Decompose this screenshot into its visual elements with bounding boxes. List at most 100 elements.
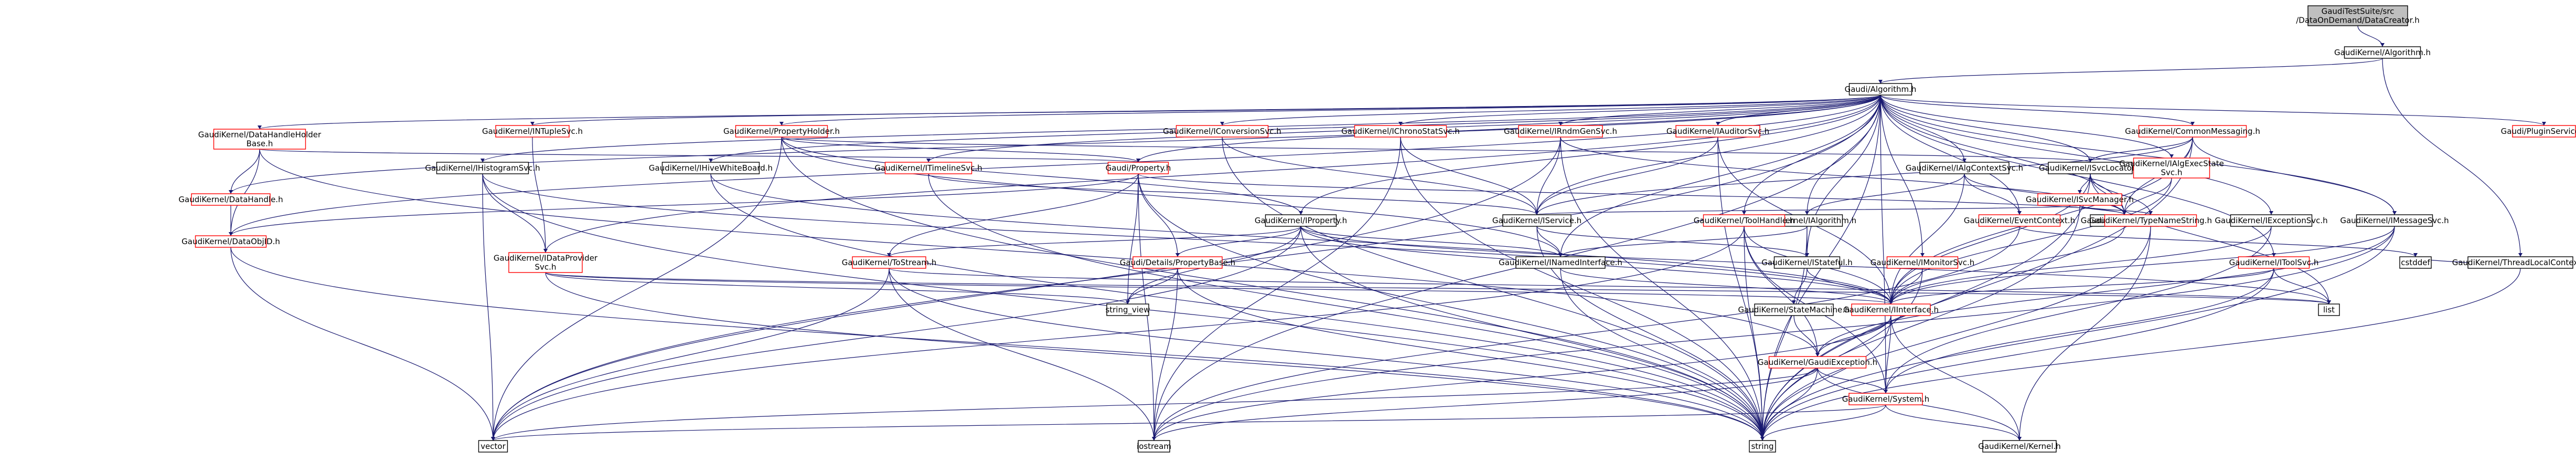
node-iexception[interactable]: GaudiKernel/IExceptionSvc.h	[2215, 214, 2328, 227]
node-label: vector	[480, 442, 506, 451]
node-box	[436, 162, 529, 174]
edge-iproperty-to-string	[1300, 226, 1763, 441]
node-rndm[interactable]: GaudiKernel/IRndmGenSvc.h	[1504, 125, 1617, 138]
node-statemachine[interactable]: GaudiKernel/StateMachine.h	[1738, 303, 1850, 316]
node-label: cstddef	[2401, 258, 2430, 267]
node-auditor[interactable]: GaudiKernel/IAuditorSvc.h	[1666, 125, 1769, 138]
node-box	[1919, 162, 2010, 174]
node-label: GaudiKernel/ThreadLocalContext.h	[2452, 258, 2576, 267]
edge-ihisto-to-iinterface	[482, 173, 1891, 305]
node-eventctx[interactable]: GaudiKernel/EventContext.h	[1964, 214, 2075, 227]
edge-arrowhead-datahandle-to-dataobjid	[229, 232, 233, 236]
node-itimeline[interactable]: GaudiKernel/ITimelineSvc.h	[874, 162, 982, 174]
node-threadlocal[interactable]: GaudiKernel/ThreadLocalContext.h	[2452, 256, 2576, 269]
node-box	[2037, 193, 2122, 206]
node-box	[1749, 440, 1776, 453]
edge-imessage-to-iinterface	[1890, 226, 2395, 305]
edge-arrowhead-gaudialg-to-itoolsvc	[2272, 253, 2276, 257]
edge-gaudialg-to-idataprov	[545, 95, 1881, 253]
node-tostream[interactable]: GaudiKernel/ToStream.h	[842, 256, 937, 269]
node-istateful[interactable]: GaudiKernel/IStateful.h	[1761, 256, 1853, 269]
node-label: GaudiKernel/TypeNameString.h	[2089, 216, 2212, 225]
node-label: string	[1751, 442, 1773, 451]
node-datahandle[interactable]: GaudiKernel/DataHandle.h	[178, 193, 283, 206]
edge-propholder-to-isvcloc	[781, 137, 2091, 163]
node-label: GaudiKernel/IToolSvc.h	[2229, 258, 2319, 267]
edge-imessage-to-gexception	[1817, 226, 2395, 357]
edge-arrowhead-gexception-to-system	[1884, 390, 1888, 393]
node-box	[508, 252, 583, 273]
edge-iconv-to-iservice	[1222, 137, 1537, 215]
node-label: GaudiKernel/IExceptionSvc.h	[2215, 216, 2327, 225]
node-label: GaudiKernel/Kernel.h	[1978, 442, 2061, 451]
node-iconv[interactable]: GaudiKernel/IConversionSvc.h	[1163, 125, 1281, 138]
node-gexception[interactable]: GaudiKernel/GaudiException.h	[1758, 356, 1877, 369]
node-toolhandle[interactable]: GaudiKernel/ToolHandle.h	[1694, 214, 1795, 227]
edge-arrowhead-gaudialg-to-propholder	[779, 122, 784, 125]
node-label: GaudiKernel/INamedInterface.h	[1499, 258, 1622, 267]
node-root[interactable]: GaudiTestSuite/src/DataOnDemand/DataCrea…	[2296, 5, 2420, 26]
edge-root-to-galg_top	[2357, 25, 2383, 47]
edge-iservice-to-inamed	[1536, 226, 1561, 257]
edge-ialgctx-to-eventctx	[1964, 173, 2020, 215]
node-isvcloc[interactable]: GaudiKernel/ISvcLocator.h	[2039, 162, 2142, 174]
node-isvcmgr[interactable]: GaudiKernel/ISvcManager.h	[2026, 193, 2134, 206]
node-box	[1848, 393, 1923, 405]
edge-gprop-to-details	[1138, 173, 1178, 257]
edge-inamed-to-string	[1560, 268, 1763, 441]
edge-system-to-kernel	[1885, 404, 2020, 441]
node-box	[2133, 158, 2210, 179]
node-intuple[interactable]: GaudiKernel/INTupleSvc.h	[482, 125, 583, 138]
edge-rndm-to-string	[1560, 137, 1763, 441]
node-imonitor[interactable]: GaudiKernel/IMonitorSvc.h	[1870, 256, 1975, 269]
node-plugin[interactable]: Gaudi/PluginService.h	[2501, 125, 2576, 138]
node-label: GaudiKernel/IDataProvider	[494, 254, 598, 263]
edge-arrowhead-gaudialg-to-plugin	[2542, 122, 2546, 125]
node-typename[interactable]: GaudiKernel/TypeNameString.h	[2089, 214, 2212, 227]
node-imessage[interactable]: GaudiKernel/IMessageSvc.h	[2340, 214, 2449, 227]
node-ihive[interactable]: GaudiKernel/IHiveWhiteBoard.h	[649, 162, 773, 174]
node-details[interactable]: Gaudi/Details/PropertyBase.h	[1120, 256, 1235, 269]
node-galg_top[interactable]: GaudiKernel/Algorithm.h	[2334, 46, 2431, 59]
nodes-layer: GaudiTestSuite/src/DataOnDemand/DataCrea…	[178, 5, 2576, 453]
edge-iproperty-to-vector	[493, 226, 1301, 441]
edge-gexception-to-vector	[493, 368, 1818, 441]
node-inamed[interactable]: GaudiKernel/INamedInterface.h	[1499, 256, 1622, 269]
edge-ihisto-to-idataprov	[482, 173, 546, 253]
node-box	[2318, 303, 2340, 316]
node-iproperty[interactable]: GaudiKernel/IProperty.h	[1255, 214, 1347, 227]
node-itoolsvc[interactable]: GaudiKernel/IToolSvc.h	[2229, 256, 2319, 269]
node-box	[2048, 162, 2133, 174]
node-gaudialg[interactable]: Gaudi/Algorithm.h	[1845, 83, 1917, 96]
node-gprop[interactable]: Gaudi/Property.h	[1106, 162, 1171, 174]
node-label: Gaudi/Algorithm.h	[1845, 85, 1917, 94]
node-common[interactable]: GaudiKernel/CommonMessaging.h	[2125, 125, 2260, 138]
edge-gaudialg-to-dhholder	[259, 95, 1881, 130]
node-box	[2230, 214, 2313, 227]
node-kernel[interactable]: GaudiKernel/Kernel.h	[1978, 440, 2061, 453]
edge-system-to-string	[1762, 404, 1886, 441]
edge-arrowhead-gaudialg-to-itimeline	[926, 159, 931, 162]
node-box	[1518, 125, 1603, 138]
node-dataobjid[interactable]: GaudiKernel/DataObjID.h	[181, 235, 280, 248]
edge-gaudialg-to-dataobjid	[230, 95, 1881, 236]
edge-gaudialg-to-iproperty	[1300, 95, 1881, 215]
node-iservice[interactable]: GaudiKernel/IService.h	[1492, 214, 1581, 227]
edge-gprop-to-tostream	[889, 173, 1139, 257]
node-ialgctx[interactable]: GaudiKernel/IAlgContextSvc.h	[1906, 162, 2023, 174]
node-chrono[interactable]: GaudiKernel/IChronoStatSvc.h	[1341, 125, 1460, 138]
node-box	[1754, 303, 1834, 316]
node-iinterface[interactable]: GaudiKernel/IInterface.h	[1843, 303, 1939, 316]
node-box	[1703, 214, 1786, 227]
node-propholder[interactable]: GaudiKernel/PropertyHolder.h	[723, 125, 840, 138]
node-system[interactable]: GaudiKernel/System.h	[1842, 393, 1929, 405]
edge-iinterface-to-kernel	[1890, 315, 2020, 441]
node-string_view: string_view	[1105, 303, 1150, 316]
node-ihisto[interactable]: GaudiKernel/IHistogramSvc.h	[425, 162, 540, 174]
edge-isvcmgr-to-typename	[2079, 205, 2151, 215]
edge-common-to-iservice	[1536, 137, 2193, 215]
node-string: string	[1749, 440, 1776, 453]
